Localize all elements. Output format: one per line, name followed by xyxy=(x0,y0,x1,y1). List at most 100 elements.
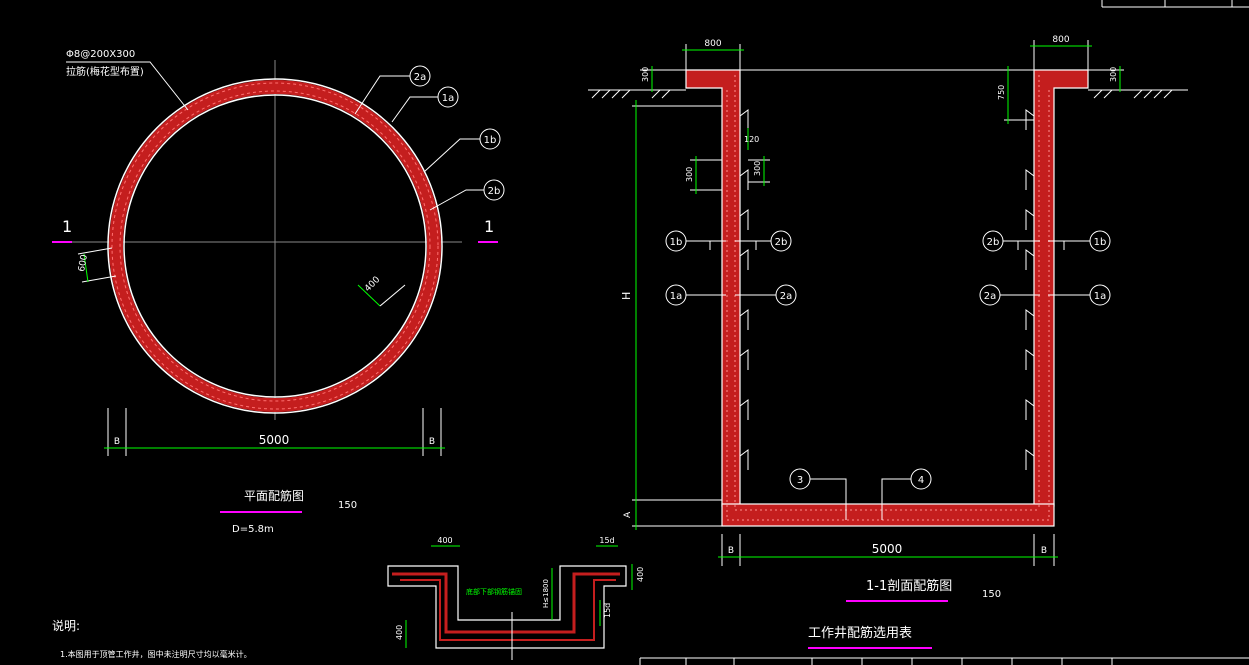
section-view: 800 800 300 300 750 120 xyxy=(588,35,1188,602)
title-block-fragment xyxy=(1101,0,1249,8)
section-dim-a: A xyxy=(623,511,633,518)
section-span: 5000 xyxy=(872,542,903,556)
plan-dim-400: 400 xyxy=(357,275,406,307)
table-top-edge xyxy=(639,657,1249,665)
svg-text:H≤1800: H≤1800 xyxy=(542,579,550,608)
detail-outline xyxy=(387,565,627,649)
section-dim-300-right: 300 xyxy=(1088,66,1124,92)
plan-span: 5000 xyxy=(259,433,290,447)
svg-text:800: 800 xyxy=(1052,35,1069,45)
detail-rebar-2 xyxy=(400,579,616,641)
svg-text:300: 300 xyxy=(641,67,650,82)
svg-text:15d: 15d xyxy=(603,603,612,618)
section-dim-top-right: 800 xyxy=(1030,35,1092,70)
section-rebar-lines xyxy=(726,75,1050,521)
section-wall-joints xyxy=(739,109,1035,470)
svg-text:1a: 1a xyxy=(1094,291,1107,302)
section-dim-h: H xyxy=(620,292,633,300)
section-title: 1-1剖面配筋图 xyxy=(866,578,952,594)
svg-text:1b: 1b xyxy=(1094,237,1107,248)
svg-text:400: 400 xyxy=(395,625,404,640)
table-title: 工作井配筋选用表 xyxy=(808,625,912,641)
section-wall-b-left: B xyxy=(728,546,734,556)
section-ground-hatch xyxy=(591,89,1173,99)
svg-text:1a: 1a xyxy=(670,291,683,302)
svg-text:400: 400 xyxy=(636,567,645,582)
svg-text:120: 120 xyxy=(744,135,759,144)
plan-ring-rebar-outer xyxy=(111,82,439,410)
plan-callout-2a: 2a xyxy=(354,65,431,115)
plan-rebar-note-1: Φ8@200X300 xyxy=(66,49,135,60)
section-callout-2a-right: 2a xyxy=(979,284,1040,306)
section-dim-750: 750 xyxy=(997,66,1034,124)
plan-view: 1 1 Φ8@200X300 拉筋(梅花型布置) 2a 1a 1b 2b xyxy=(52,49,505,535)
section-dim-300-left: 300 xyxy=(640,66,686,92)
plan-callout-2b: 2b xyxy=(429,179,505,211)
svg-text:4: 4 xyxy=(918,475,924,486)
section-wall-left xyxy=(685,69,741,507)
svg-text:800: 800 xyxy=(704,39,721,49)
plan-dim-600: 600 xyxy=(77,247,117,283)
detail-dim-15d-top: 15d xyxy=(596,536,618,547)
section-callout-4: 4 xyxy=(881,468,932,520)
detail-embed-note: 底部下部钢筋锚固 xyxy=(466,587,522,596)
notes-heading: 说明: xyxy=(52,618,80,633)
section-wall-b-right: B xyxy=(1041,546,1047,556)
plan-callout-1a: 1a xyxy=(391,86,459,123)
plan-diameter-note: D=5.8m xyxy=(232,524,274,535)
svg-text:600: 600 xyxy=(77,254,90,273)
svg-text:300: 300 xyxy=(685,167,694,182)
section-wall-right xyxy=(1033,69,1089,507)
section-callout-1b-left: 1b xyxy=(665,230,726,252)
plan-section-mark-left: 1 xyxy=(62,217,72,236)
section-callout-2b-right: 2b xyxy=(982,230,1040,252)
plan-dim-bottom: B 5000 B xyxy=(104,408,445,456)
section-dim-120: 120 xyxy=(744,128,759,150)
section-dim-300-mid-left: 300 xyxy=(685,156,722,194)
detail-view: 底部下部钢筋锚固 400 15d 400 H≤1800 15d 400 xyxy=(387,536,645,660)
plan-ring-rebar-inner xyxy=(119,90,431,402)
svg-text:1b: 1b xyxy=(484,135,497,146)
detail-dim-400-left: 400 xyxy=(395,620,407,648)
notes-line-1: 1.本图用于顶管工作井，图中未注明尺寸均以毫米计。 xyxy=(60,649,252,659)
section-callout-2a-left: 2a xyxy=(735,284,797,306)
section-callout-1a-right: 1a xyxy=(1048,284,1111,306)
svg-text:1a: 1a xyxy=(442,93,455,104)
svg-text:15d: 15d xyxy=(599,536,614,545)
section-callout-2b-left: 2b xyxy=(735,230,792,252)
plan-section-mark-right: 1 xyxy=(484,217,494,236)
svg-text:2b: 2b xyxy=(488,186,501,197)
plan-wall-b-left: B xyxy=(114,437,120,447)
section-dim-bottom: B 5000 B xyxy=(718,534,1058,566)
svg-text:750: 750 xyxy=(997,85,1006,100)
svg-text:300: 300 xyxy=(753,161,762,176)
svg-text:2a: 2a xyxy=(984,291,997,302)
svg-text:2a: 2a xyxy=(414,72,427,83)
svg-text:400: 400 xyxy=(363,275,382,294)
section-callout-1a-left: 1a xyxy=(665,284,726,306)
section-scale: 150 xyxy=(982,589,1001,600)
section-callout-3: 3 xyxy=(789,468,847,520)
svg-text:3: 3 xyxy=(797,475,803,486)
section-callout-1b-right: 1b xyxy=(1048,230,1111,252)
plan-wall-b-right: B xyxy=(429,437,435,447)
svg-text:1b: 1b xyxy=(670,237,683,248)
plan-rebar-note-2: 拉筋(梅花型布置) xyxy=(66,65,144,78)
plan-scale: 150 xyxy=(338,500,357,511)
svg-text:2b: 2b xyxy=(987,237,1000,248)
section-dim-300-mid-right: 300 xyxy=(748,156,770,186)
detail-dim-400-right: 400 xyxy=(631,564,645,590)
detail-rebar xyxy=(392,572,620,634)
svg-text:400: 400 xyxy=(437,536,452,545)
plan-callout-1b: 1b xyxy=(423,128,501,173)
section-base-slab xyxy=(721,503,1055,527)
section-dim-height: H A xyxy=(620,100,722,530)
svg-text:300: 300 xyxy=(1109,67,1118,82)
plan-ring-concrete xyxy=(109,80,441,412)
svg-text:2b: 2b xyxy=(775,237,788,248)
detail-dim-15d-right: 15d xyxy=(599,600,612,626)
plan-title: 平面配筋图 xyxy=(244,488,304,503)
plan-ring-outer xyxy=(107,78,443,414)
plan-ring-inner xyxy=(123,94,427,398)
